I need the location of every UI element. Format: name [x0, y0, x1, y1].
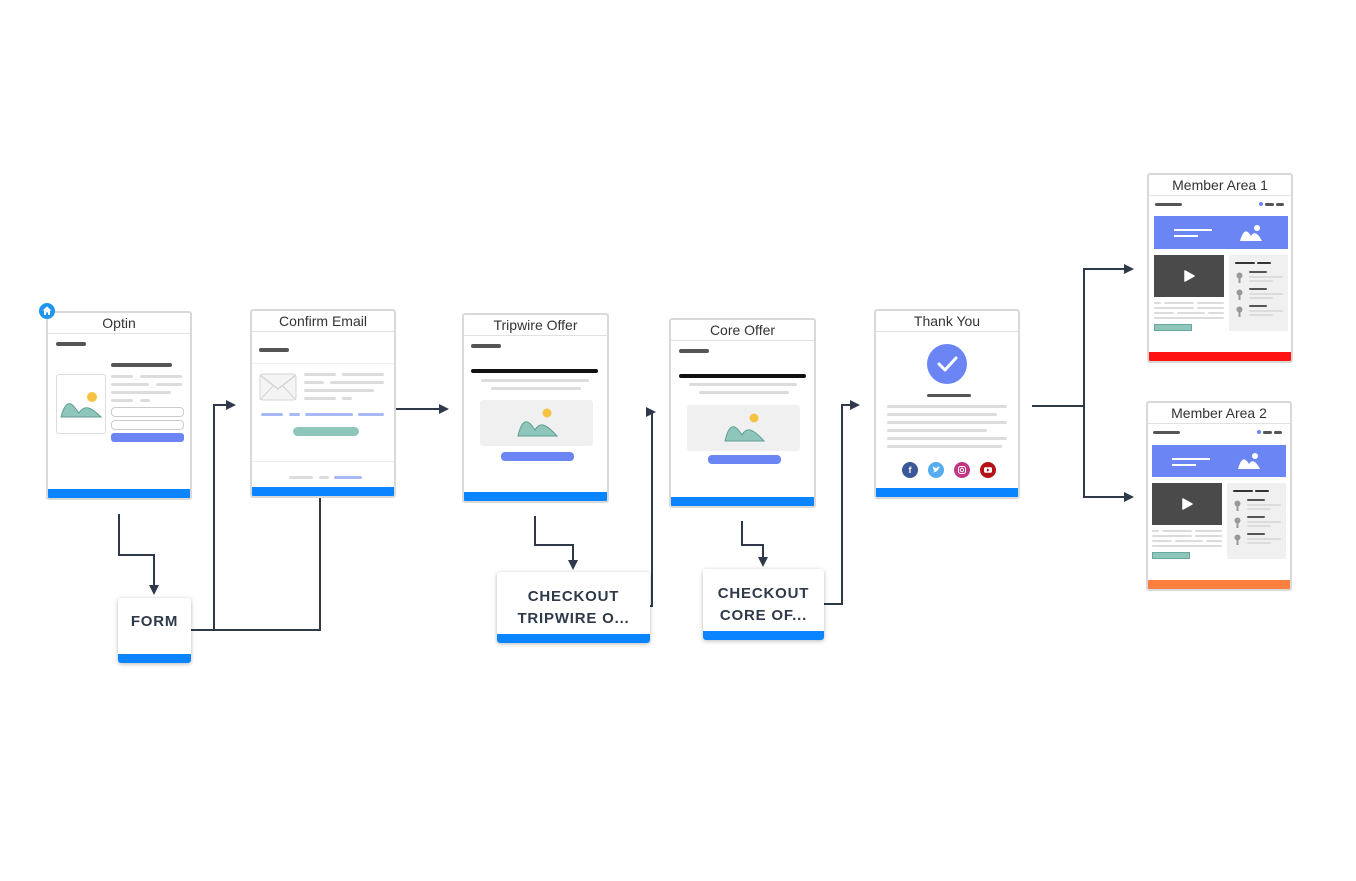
- connector-optin-form: [118, 514, 159, 595]
- connector-tripwire-checkout: [534, 516, 578, 570]
- step-label-line2: CORE OF...: [719, 607, 808, 624]
- avatar-icon: [1233, 499, 1242, 517]
- page-title: Member Area 2: [1148, 403, 1290, 424]
- home-icon: [39, 303, 55, 319]
- step-bar: [497, 634, 650, 643]
- confirm-button: [293, 427, 359, 436]
- avatar-icon: [1235, 305, 1244, 323]
- step-card-form[interactable]: FORM: [118, 598, 191, 663]
- page-bar: [1148, 580, 1290, 589]
- connector-core-checkout: [741, 521, 768, 567]
- check-icon: [927, 344, 967, 389]
- page-card-member-area-1[interactable]: Member Area 1: [1147, 173, 1293, 363]
- youtube-icon: [980, 462, 996, 478]
- page-bar: [876, 488, 1018, 497]
- page-card-thank-you[interactable]: Thank You f: [874, 309, 1020, 499]
- avatar-icon: [1233, 533, 1242, 551]
- page-card-confirm-email[interactable]: Confirm Email: [250, 309, 396, 498]
- connector-to-member1: [1083, 264, 1134, 406]
- page-bar: [671, 497, 814, 506]
- avatar-icon: [1235, 271, 1244, 289]
- step-label-line1: CHECKOUT: [527, 588, 620, 605]
- step-label: FORM: [130, 613, 179, 630]
- page-title: Tripwire Offer: [464, 315, 607, 336]
- connector-checkout-thankyou: [824, 400, 860, 605]
- play-icon: [1154, 255, 1224, 297]
- image-placeholder-icon: [480, 400, 593, 446]
- step-bar: [118, 654, 191, 663]
- form-field: [111, 420, 184, 430]
- play-icon: [1152, 483, 1222, 525]
- connector-form-confirm-base: [191, 496, 321, 631]
- cta-button: [111, 433, 184, 442]
- hero-banner: [1152, 445, 1286, 477]
- hero-banner: [1154, 216, 1288, 249]
- facebook-icon: f: [902, 462, 918, 478]
- cta-button: [501, 452, 574, 461]
- avatar-icon: [1235, 288, 1244, 306]
- image-icon: [1238, 453, 1260, 469]
- connector-checkout-core: [646, 407, 656, 607]
- envelope-icon: [259, 373, 297, 406]
- instagram-icon: [954, 462, 970, 478]
- twitter-icon: [928, 462, 944, 478]
- page-title: Confirm Email: [252, 311, 394, 332]
- image-placeholder-icon: [687, 405, 800, 451]
- step-label-line1: CHECKOUT: [717, 585, 810, 602]
- image-placeholder-icon: [56, 374, 106, 434]
- cta-button: [708, 455, 781, 464]
- avatar-icon: [1233, 516, 1242, 534]
- page-title: Member Area 1: [1149, 175, 1291, 196]
- page-bar: [48, 489, 190, 498]
- page-card-member-area-2[interactable]: Member Area 2: [1146, 401, 1292, 591]
- page-bar: [464, 492, 607, 501]
- page-bar: [1149, 352, 1291, 361]
- form-field: [111, 407, 184, 417]
- step-bar: [703, 631, 824, 640]
- image-icon: [1240, 225, 1262, 241]
- page-card-optin[interactable]: Optin: [46, 311, 192, 500]
- page-title: Core Offer: [671, 320, 814, 341]
- page-card-core-offer[interactable]: Core Offer: [669, 318, 816, 508]
- step-card-checkout-core[interactable]: CHECKOUT CORE OF...: [703, 569, 824, 640]
- page-title: Thank You: [876, 311, 1018, 332]
- connector-form-confirm: [191, 400, 236, 631]
- teal-button: [1152, 552, 1190, 559]
- teal-button: [1154, 324, 1192, 331]
- connector-to-member2: [1083, 406, 1134, 502]
- page-card-tripwire-offer[interactable]: Tripwire Offer: [462, 313, 609, 503]
- page-bar: [252, 487, 394, 496]
- page-title: Optin: [48, 313, 190, 334]
- step-label-line2: TRIPWIRE O...: [517, 610, 630, 627]
- step-card-checkout-tripwire[interactable]: CHECKOUT TRIPWIRE O...: [497, 572, 650, 643]
